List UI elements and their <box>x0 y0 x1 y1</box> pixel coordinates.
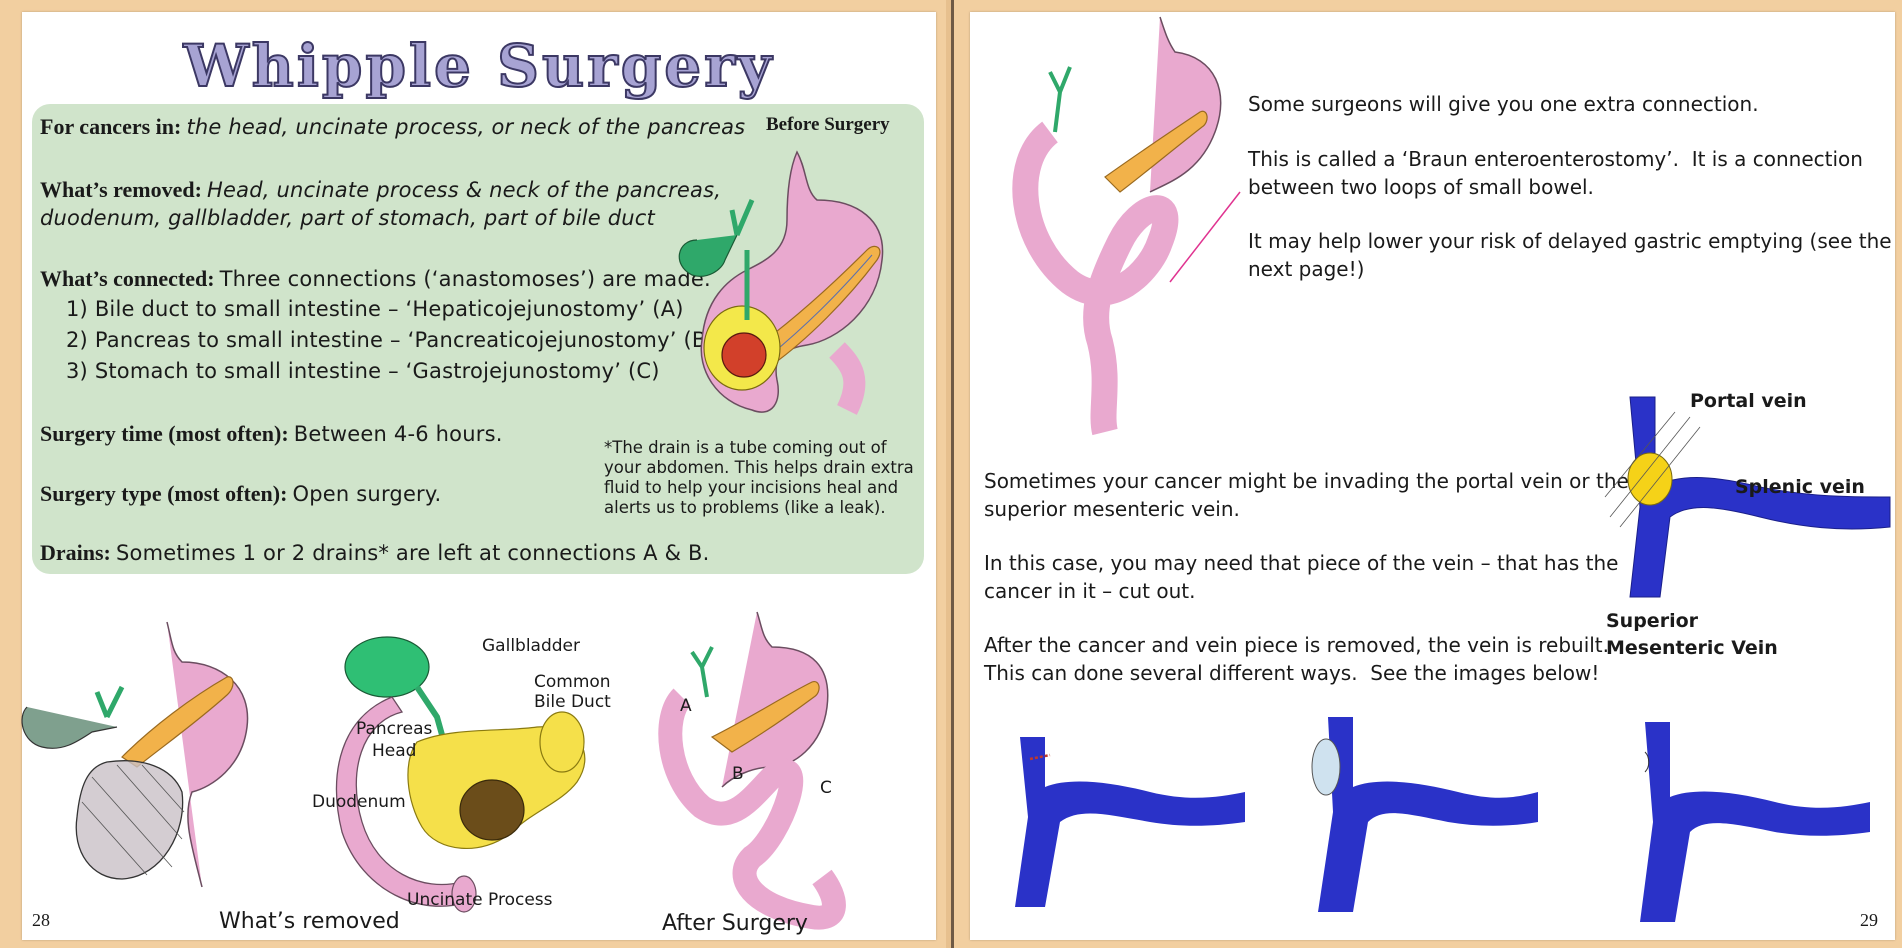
bile-duct <box>729 199 755 320</box>
cancers-label: For cancers in: <box>40 114 182 139</box>
label-superior-mesenteric-vein: Superior Mesenteric Vein <box>1606 610 1778 659</box>
before-surgery-caption: Before Surgery <box>766 114 890 135</box>
duodenum-end <box>451 875 477 913</box>
vein-reconstruction-3 <box>1640 722 1870 922</box>
suture-line <box>1644 751 1650 773</box>
stomach-shape <box>1149 16 1222 193</box>
vein-shape <box>1629 396 1891 598</box>
label-portal-vein: Portal vein <box>1690 390 1807 412</box>
type-text: Open surgery. <box>292 482 442 506</box>
small-intestine-loop <box>1012 121 1179 436</box>
label-common-bile-duct: Common Bile Duct <box>534 672 611 712</box>
small-intestine-loop <box>658 688 846 930</box>
removed-label: What’s removed: <box>40 177 202 202</box>
vein-diagram <box>1604 396 1891 598</box>
page-number-right: 29 <box>1860 910 1878 930</box>
removed-gallbladder <box>21 706 118 749</box>
label-uncinate-process: Uncinate Process <box>407 890 553 910</box>
after-surgery-caption: After Surgery <box>662 911 808 936</box>
vein-shape <box>1640 722 1870 922</box>
bile-duct <box>690 646 714 698</box>
time-text: Between 4-6 hours. <box>293 422 503 446</box>
connection-2: 2) Pancreas to small intestine – ‘Pancre… <box>66 328 715 352</box>
patch-graft <box>1311 738 1341 796</box>
stomach-shape <box>721 611 829 788</box>
common-bile-duct-shape <box>414 685 447 743</box>
bile-duct <box>94 685 125 719</box>
pancreas-neck-shape <box>539 711 585 773</box>
left-page: Whipple Surgery For cancers in: the head… <box>21 12 936 940</box>
drains-label: Drains: <box>40 540 111 565</box>
connected-row: What’s connected: Three connections (‘an… <box>40 266 711 292</box>
gallbladder-shape <box>678 234 738 277</box>
vein-rebuild-text: After the cancer and vein piece is remov… <box>984 633 1610 685</box>
pancreas-shape <box>750 245 881 366</box>
label-splenic-vein: Splenic vein <box>1735 476 1865 498</box>
after-surgery-illustration <box>658 611 846 930</box>
tumor-on-vein <box>1627 452 1673 506</box>
connection-1: 1) Bile duct to small intestine – ‘Hepat… <box>66 297 684 321</box>
drains-text: Sometimes 1 or 2 drains* are left at con… <box>115 541 710 565</box>
pancreas-shape <box>1104 110 1208 193</box>
removed-text-2: duodenum, gallbladder, part of stomach, … <box>40 206 655 230</box>
connection-3: 3) Stomach to small intestine – ‘Gastroj… <box>66 359 660 383</box>
book-spine <box>951 0 954 948</box>
vein-reconstruction-2 <box>1311 717 1538 912</box>
before-surgery-illustration <box>678 150 884 415</box>
removed-text-1: Head, uncinate process & neck of the pan… <box>207 178 722 202</box>
whats-removed-illustration <box>21 621 249 888</box>
connected-text: Three connections (‘anastomoses’) are ma… <box>219 267 711 291</box>
vein-shape <box>1015 737 1245 907</box>
gallbladder-shape <box>344 636 430 698</box>
drain-footnote: *The drain is a tube coming out of your … <box>604 438 914 517</box>
vein-reconstruction-1 <box>1015 737 1245 907</box>
braun-description-text: This is called a ‘Braun enteroenterostom… <box>1248 147 1863 199</box>
hatch-lines <box>1604 411 1701 528</box>
tumor-shape <box>721 332 767 378</box>
label-c: C <box>820 778 832 798</box>
hatch-lines <box>81 764 185 876</box>
bile-duct <box>1048 66 1072 133</box>
pancreas-shape <box>121 676 234 768</box>
type-row: Surgery type (most often): Open surgery. <box>40 481 441 507</box>
suture-line <box>1029 753 1051 761</box>
label-gallbladder: Gallbladder <box>482 636 580 656</box>
label-pancreas-head: Pancreas Head <box>356 719 433 761</box>
vein-shape <box>1318 717 1538 912</box>
braun-intro-text: Some surgeons will give you one extra co… <box>1248 92 1759 116</box>
vein-invasion-text: Sometimes your cancer might be invading … <box>984 469 1629 521</box>
label-a: A <box>680 696 692 716</box>
intestine-loop <box>829 342 866 415</box>
drains-row: Drains: Sometimes 1 or 2 drains* are lef… <box>40 540 710 566</box>
braun-illustration <box>1012 16 1241 436</box>
removed-anatomy-illustration <box>335 636 586 913</box>
vein-cut-text: In this case, you may need that piece of… <box>984 551 1619 603</box>
whats-removed-caption: What’s removed <box>219 909 400 934</box>
removed-row: What’s removed: Head, uncinate process &… <box>40 177 721 203</box>
stomach-shape <box>166 621 249 888</box>
braun-risk-text: It may help lower your risk of delayed g… <box>1248 229 1892 281</box>
pancreas-shape <box>710 680 820 753</box>
label-duodenum: Duodenum <box>312 792 406 812</box>
connected-label: What’s connected: <box>40 266 215 291</box>
book-spine-shadow <box>946 0 951 948</box>
right-page: Some surgeons will give you one extra co… <box>970 12 1895 940</box>
page-title: Whipple Surgery <box>183 31 775 101</box>
tumor-shape <box>459 779 525 841</box>
type-label: Surgery type (most often): <box>40 481 288 506</box>
time-label: Surgery time (most often): <box>40 421 289 446</box>
cancers-row: For cancers in: the head, uncinate proce… <box>40 114 745 140</box>
time-row: Surgery time (most often): Between 4-6 h… <box>40 421 503 447</box>
label-b: B <box>732 764 744 784</box>
braun-pointer-line <box>1169 191 1241 283</box>
page-number-left: 28 <box>32 910 50 930</box>
cancers-text: the head, uncinate process, or neck of t… <box>186 115 746 139</box>
